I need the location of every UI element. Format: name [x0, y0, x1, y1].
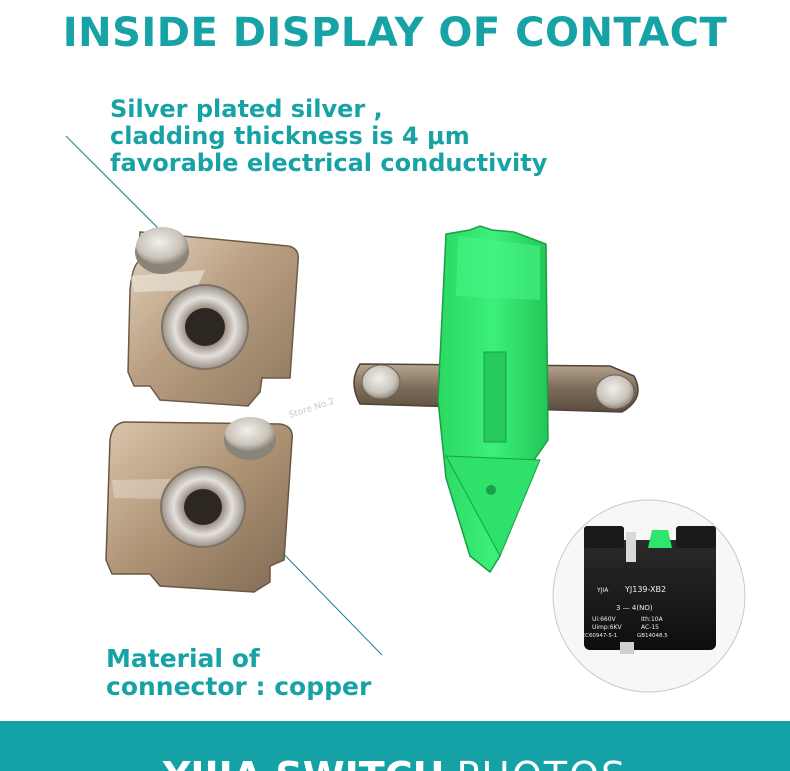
photos-banner: YIJIA SWITCH PHOTOS — [0, 721, 790, 771]
copper-material-callout: Material of connector : copper — [106, 645, 371, 701]
page-title: INSIDE DISPLAY OF CONTACT — [62, 10, 728, 56]
store-watermark: Store No.2 — [288, 397, 336, 421]
upper-contact-plate — [127, 227, 300, 407]
block-iec-label: IEC60947-5-1 — [580, 633, 617, 639]
banner-brand-text: YIJIA SWITCH — [163, 754, 445, 771]
block-model-label: YJ139-XB2 — [624, 585, 666, 594]
callout-line: Silver plated silver , — [110, 95, 383, 123]
callout-line: connector : copper — [106, 672, 372, 701]
lower-contact-plate — [105, 417, 293, 593]
silver-plating-callout: Silver plated silver , cladding thicknes… — [110, 96, 547, 177]
contact-block-inset: YJ139-XB2 YJIA 3 — 4(NO) Ui:660V Ith:10A… — [552, 499, 746, 693]
block-brand-label: YJIA — [596, 587, 609, 594]
block-ui-label: Ui:660V — [592, 616, 617, 623]
block-uimp-label: Uimp:6KV — [592, 624, 622, 631]
top-pointer-line — [65, 135, 171, 241]
green-actuator — [437, 225, 549, 574]
block-terminal-label: 3 — 4(NO) — [616, 604, 653, 612]
block-gb-label: GB14048.5 — [637, 633, 668, 639]
callout-line: favorable electrical conductivity — [110, 148, 548, 177]
block-ac-label: AC-15 — [641, 624, 659, 631]
callout-line: Material of — [106, 644, 260, 673]
callout-line: cladding thickness is 4 μm — [110, 121, 470, 150]
bottom-pointer-line — [269, 539, 383, 656]
banner-photos-text: PHOTOS — [457, 754, 628, 771]
block-ith-label: Ith:10A — [641, 616, 664, 623]
photos-banner-text: YIJIA SWITCH PHOTOS — [0, 754, 790, 771]
